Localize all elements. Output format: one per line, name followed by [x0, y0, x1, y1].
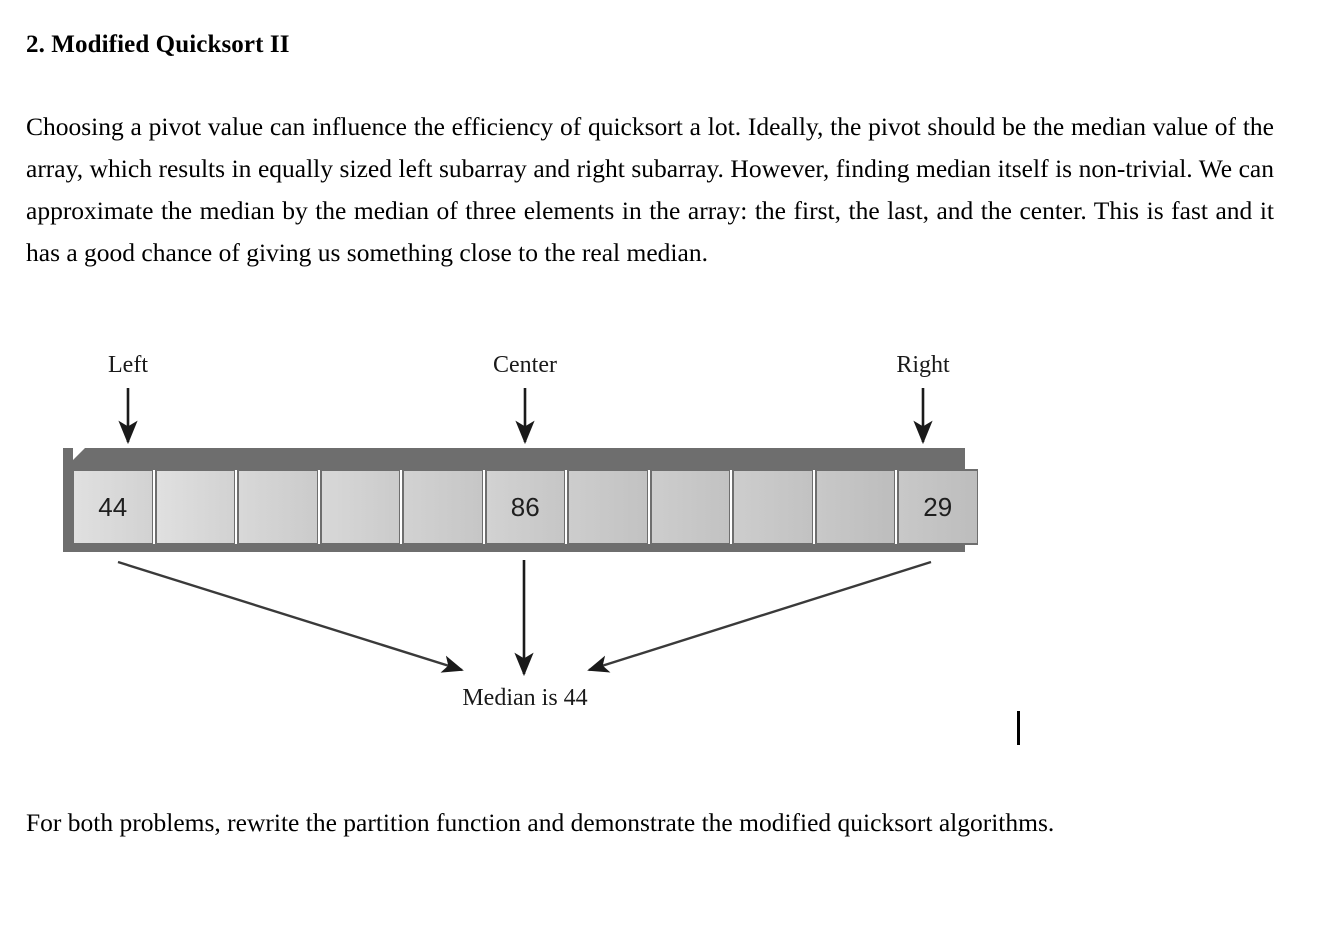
- array-cell: [732, 469, 813, 545]
- median-of-three-figure: Left Center Right: [0, 330, 1336, 750]
- closing-paragraph: For both problems, rewrite the partition…: [26, 807, 1055, 837]
- median-arrow-from-left: [117, 560, 464, 673]
- array-cells: 44 86 29: [72, 469, 978, 545]
- array-cell: 44: [72, 469, 153, 545]
- array-cell: [814, 469, 895, 545]
- array-bevel-top: [63, 448, 965, 470]
- median-arrow-from-right: [587, 560, 932, 673]
- array-bevel-left: [63, 448, 73, 552]
- array-cell: [237, 469, 318, 545]
- array-cell-value: 44: [98, 492, 128, 522]
- intro-paragraph: Choosing a pivot value can influence the…: [26, 111, 1274, 267]
- array-cell: [154, 469, 235, 545]
- array-cell-value: 86: [510, 492, 540, 522]
- array-container: 44 86 29: [63, 448, 978, 552]
- array-cell: 29: [897, 469, 978, 545]
- median-caption: Median is 44: [462, 685, 588, 711]
- page-title: 2. Modified Quicksort II: [26, 30, 290, 58]
- array-cell-value: 29: [923, 492, 953, 522]
- array-bevel-bottom: [63, 544, 965, 552]
- array-cell: 86: [484, 469, 565, 545]
- figure-label-right: Right: [896, 352, 950, 378]
- array-cell: [402, 469, 483, 545]
- figure-label-center: Center: [493, 352, 557, 378]
- figure-label-left: Left: [108, 352, 148, 378]
- figure-arrows-layer: [117, 388, 933, 677]
- array-cell: [649, 469, 730, 545]
- array-cell: [319, 469, 400, 545]
- text-cursor-caret: [1017, 711, 1020, 745]
- array-cell: [567, 469, 648, 545]
